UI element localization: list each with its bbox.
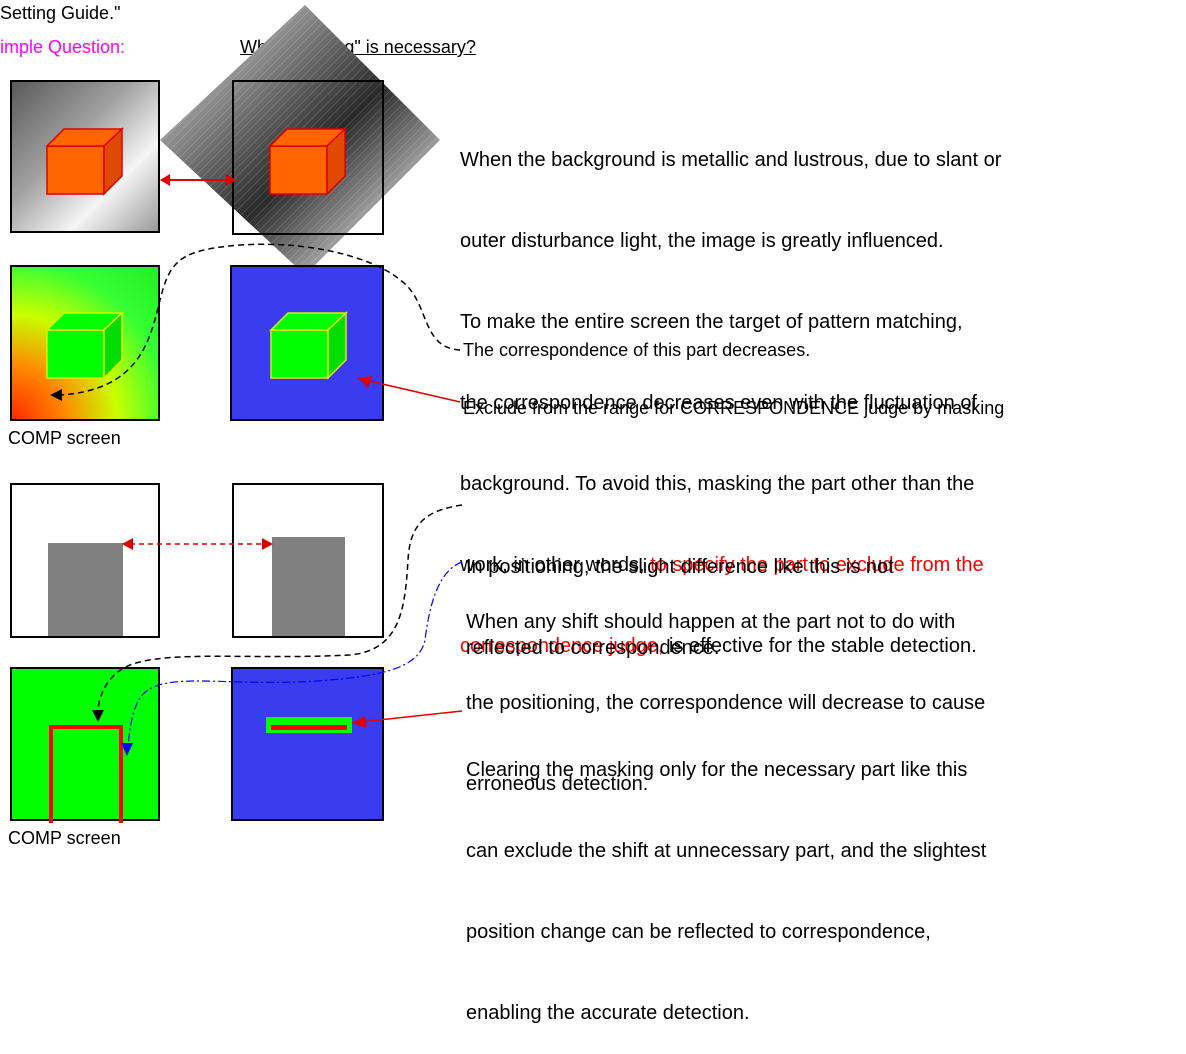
green-cube-1: [45, 311, 124, 380]
shift-paragraph: When any shift should happen at the part…: [466, 555, 985, 825]
paragraph-highlight: correspondence judge,: [460, 635, 664, 657]
comp-screen-label-bottom: COMP screen: [8, 828, 121, 848]
positioning-paragraph: In positioning, the slight difference li…: [466, 500, 894, 689]
dashed-curve-positioning: [97, 504, 463, 713]
paragraph-line: position change can be reflected to corr…: [466, 921, 931, 943]
paragraph-line-mixed: correspondence judge, is effective for t…: [460, 633, 1001, 660]
red-mask-line: [271, 725, 347, 730]
paragraph-line: background. To avoid this, masking the p…: [460, 473, 975, 495]
paragraph-highlight: to specify the part to exclude from the: [650, 554, 984, 576]
red-line-exclude: [364, 379, 461, 403]
paragraph-line: enabling the accurate detection.: [466, 1002, 750, 1024]
comp-screen-label-top: COMP screen: [8, 428, 121, 448]
metallic-target-image: [232, 80, 384, 235]
red-line-clearing: [359, 710, 463, 723]
decrease-note: The correspondence of this part decrease…: [463, 340, 811, 360]
orange-cube-1: [45, 127, 124, 196]
green-cube-2: [269, 311, 348, 380]
paragraph-line: To make the entire screen the target of …: [460, 311, 963, 333]
exclude-note: Exclude from the range for CORRESPONDENC…: [463, 398, 1005, 418]
paragraph-line: the correspondence decreases even with t…: [460, 392, 977, 414]
paragraph-line: outer disturbance light, the image is gr…: [460, 230, 944, 252]
paragraph-text: is effective for the stable detection.: [663, 635, 977, 657]
gray-block-1: [48, 543, 123, 636]
arrowhead-decrease: [50, 389, 62, 401]
paragraph-line: When any shift should happen at the part…: [466, 611, 956, 633]
dashdot-curve-shift: [127, 561, 463, 746]
arrowhead-clearing: [352, 716, 366, 728]
arrowhead-exclude: [358, 376, 372, 388]
paragraph-line: Clearing the masking only for the necess…: [466, 759, 968, 781]
paragraph-text: work, in other words,: [460, 554, 651, 576]
red-double-arrow-top: [160, 174, 236, 186]
paragraph-line: erroneous detection.: [466, 773, 649, 795]
paragraph-line-mixed: work, in other words, to specify the par…: [460, 552, 1001, 579]
arrowhead-shift: [121, 743, 133, 756]
header-line: Setting Guide.": [0, 3, 121, 23]
arrowhead-positioning: [92, 710, 104, 722]
red-outline-block: [49, 725, 123, 823]
connector-lines-bottom: [92, 504, 463, 756]
gray-block-2: [272, 537, 345, 636]
dashed-curve-decrease: [59, 243, 461, 396]
white-target-image: [232, 483, 384, 638]
comp-green-image: [10, 667, 160, 823]
top-paragraph: When the background is metallic and lust…: [460, 93, 1001, 687]
paragraph-line: When the background is metallic and lust…: [460, 149, 1002, 171]
connector-lines-top: [50, 243, 461, 403]
paragraph-line: the positioning, the correspondence will…: [466, 692, 986, 714]
paragraph-line: reflected to correspondence.: [466, 637, 720, 659]
white-source-image: [10, 483, 160, 638]
blue-mask-image-bottom: [231, 667, 384, 821]
orange-cube-2: [268, 127, 347, 196]
paragraph-line: In positioning, the slight difference li…: [466, 556, 894, 578]
red-dashed-double-arrow: [122, 538, 273, 550]
question-label: imple Question:: [0, 37, 126, 57]
